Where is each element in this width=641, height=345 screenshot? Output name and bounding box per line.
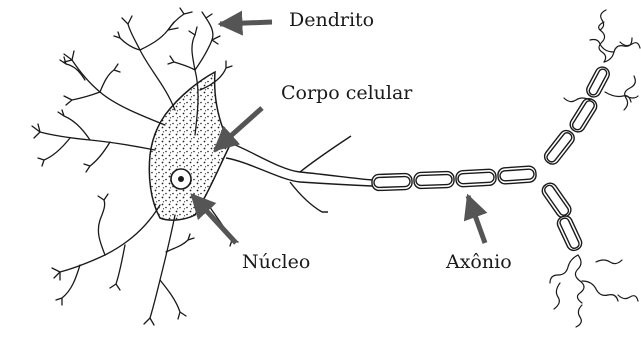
label-nucleo: Núcleo <box>242 253 310 272</box>
axon <box>226 136 372 212</box>
axon-branch-lower <box>540 180 584 252</box>
label-dendrito: Dendrito <box>289 11 374 30</box>
label-corpo-celular: Corpo celular <box>281 84 412 103</box>
nucleus <box>171 169 191 189</box>
arrow-dendrito <box>220 22 272 24</box>
axon-terminals <box>550 10 640 327</box>
arrow-nucleo <box>192 195 236 243</box>
arrow-axonio <box>468 196 485 243</box>
label-arrows <box>192 22 485 243</box>
axon-branch-upper <box>542 65 612 167</box>
myelin-sheath <box>372 166 537 191</box>
label-axonio: Axônio <box>446 253 512 272</box>
